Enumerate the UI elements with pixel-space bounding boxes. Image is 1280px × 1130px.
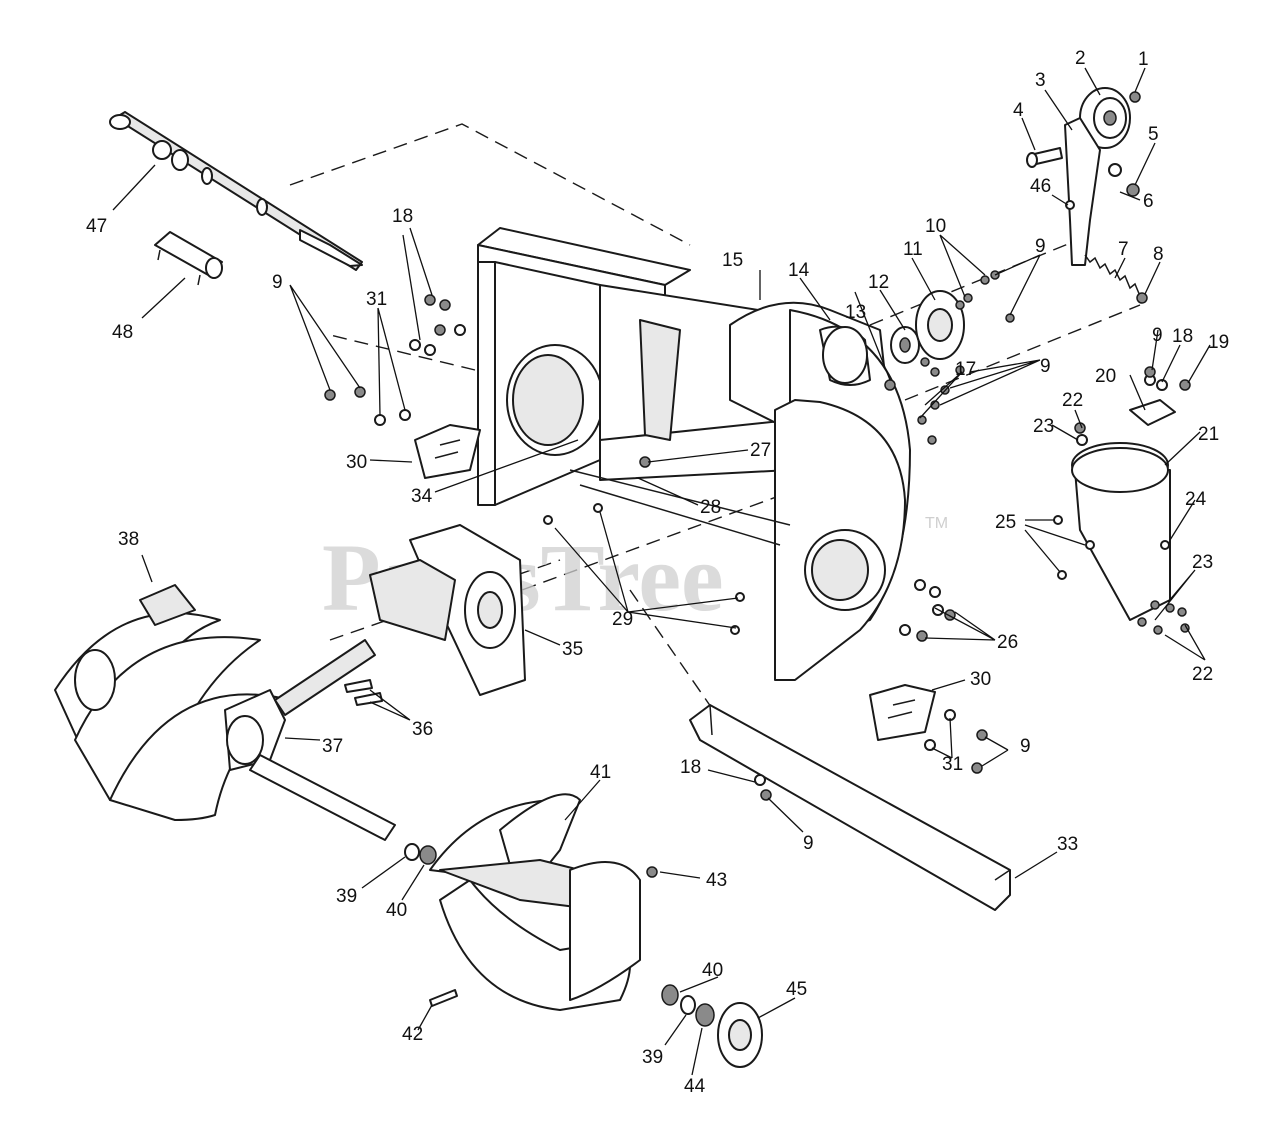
callout-9-f: 9 [803, 833, 814, 854]
callout-7: 7 [1118, 239, 1129, 260]
callout-11: 11 [903, 239, 923, 260]
washer-left-part [404, 843, 420, 861]
impeller-part [369, 524, 526, 696]
callout-18-c: 18 [680, 757, 701, 778]
callout-14: 14 [788, 260, 810, 281]
callout-47: 47 [86, 216, 107, 237]
callout-24: 24 [1185, 489, 1207, 510]
scraper-bar-part [689, 704, 1011, 911]
auger-right-part [429, 793, 641, 1011]
callout-25: 25 [995, 512, 1016, 533]
callout-40-a: 40 [386, 900, 407, 921]
callout-34: 34 [411, 486, 433, 507]
callout-8: 8 [1153, 244, 1164, 265]
callout-18-a: 18 [392, 206, 413, 227]
callout-38: 38 [118, 529, 139, 550]
callout-12: 12 [868, 272, 889, 293]
callout-46: 46 [1030, 176, 1051, 197]
shear-bolt-part [429, 989, 458, 1007]
clamp-bracket-part [154, 231, 223, 286]
callout-17: 17 [955, 359, 976, 380]
bearing-plate-part [717, 1002, 763, 1068]
callout-23-b: 23 [1192, 552, 1213, 573]
callout-39-a: 39 [336, 886, 357, 907]
spacer-part [695, 1003, 715, 1027]
callout-18-b: 18 [1172, 326, 1193, 347]
chute-adapter-part [1071, 442, 1171, 621]
callout-10: 10 [925, 216, 946, 237]
callout-29: 29 [612, 609, 633, 630]
callout-36: 36 [412, 719, 433, 740]
callout-33: 33 [1057, 834, 1078, 855]
shear-pin-part [344, 679, 383, 706]
svg-text:TM: TM [925, 515, 948, 532]
bushing-left-part [419, 845, 437, 865]
callout-31-a: 31 [366, 289, 387, 310]
callout-31-b: 31 [942, 754, 963, 775]
callout-40-b: 40 [702, 960, 723, 981]
callout-28: 28 [700, 497, 721, 518]
gearbox-part [224, 689, 286, 771]
callout-15: 15 [722, 250, 743, 271]
washer-right-part [680, 995, 696, 1015]
callout-2: 2 [1075, 48, 1086, 69]
idler-bracket-part [1064, 117, 1101, 266]
callout-37: 37 [322, 736, 343, 757]
callout-22-b: 22 [1192, 664, 1213, 685]
auger-shaft-part [249, 639, 396, 841]
bearing-flange-part [915, 290, 965, 360]
callout-9-e: 9 [1020, 736, 1031, 757]
callout-43: 43 [706, 870, 727, 891]
leader-lines [112, 67, 1211, 1076]
skid-shoe-right-part [869, 684, 936, 741]
callout-6: 6 [1143, 191, 1154, 212]
callout-1: 1 [1138, 49, 1149, 70]
shoulder-bolt-part [1026, 147, 1063, 168]
callout-44: 44 [684, 1076, 706, 1097]
callout-23-a: 23 [1033, 416, 1054, 437]
callout-9-b: 9 [1040, 356, 1051, 377]
callout-13: 13 [845, 302, 866, 323]
callout-35: 35 [562, 639, 583, 660]
callout-5: 5 [1148, 124, 1159, 145]
drive-shaft-part [109, 111, 363, 271]
callout-30-a: 30 [346, 452, 367, 473]
callout-45: 45 [786, 979, 807, 1000]
bushing-right-part [661, 984, 679, 1006]
callout-21: 21 [1198, 424, 1219, 445]
callout-26: 26 [997, 632, 1018, 653]
chute-bracket-part [1129, 399, 1176, 426]
callout-22-a: 22 [1062, 390, 1083, 411]
callout-39-b: 39 [642, 1047, 663, 1068]
callout-9-c: 9 [272, 272, 283, 293]
skid-shoe-left-part [414, 424, 481, 479]
callout-9-a: 9 [1035, 236, 1046, 257]
callout-19: 19 [1208, 332, 1229, 353]
callout-3: 3 [1035, 70, 1046, 91]
callout-42: 42 [402, 1024, 423, 1045]
callout-30-b: 30 [970, 669, 991, 690]
callout-27: 27 [750, 440, 771, 461]
callout-41: 41 [590, 762, 611, 783]
idler-pulley-part [1079, 87, 1131, 149]
callout-4: 4 [1013, 100, 1024, 121]
spring-part [1084, 254, 1141, 297]
bearing-housing-part [819, 325, 871, 386]
callout-20: 20 [1095, 366, 1116, 387]
callout-9-d: 9 [1152, 325, 1163, 346]
bearing-part [890, 326, 920, 364]
callout-48: 48 [112, 322, 133, 343]
callout-labels: 1 2 3 4 5 6 7 8 9 9 9 9 9 9 10 11 12 13 … [86, 48, 1229, 1097]
